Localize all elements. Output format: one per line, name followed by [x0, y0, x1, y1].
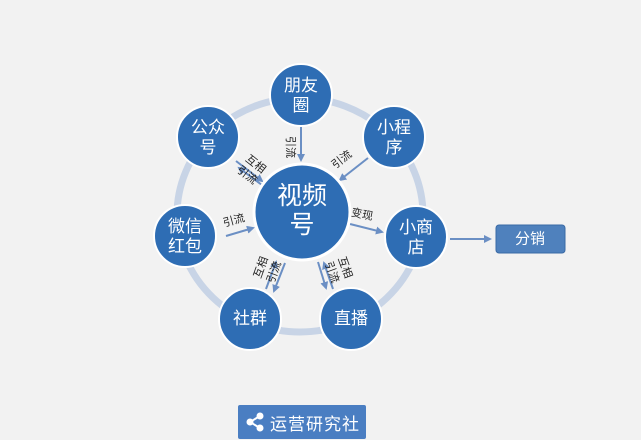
arrow-gongzhonghao-to-center: [235, 160, 264, 183]
node-weixinhongbao-line1: 微信: [168, 217, 202, 237]
edge-label-weixinhongbao: 引流: [221, 210, 246, 229]
node-xiaoshangdian[interactable]: 小商 店: [384, 205, 448, 269]
logo-badge: 运营研究社: [238, 405, 366, 439]
node-xiaochengxu[interactable]: 小程 序: [362, 105, 426, 169]
node-gongzhonghao-line1: 公众: [191, 118, 225, 138]
share-icon: [246, 412, 264, 432]
edge-label-xiaochengxu: 引流: [328, 147, 354, 172]
arrow-xiaochengxu-to-center: [338, 157, 369, 182]
arrow-center-to-xiaoshangdian: [349, 223, 384, 235]
edge-label-xiaoshangdian: 变现: [350, 205, 374, 223]
arrow-shequn-to-center: [265, 260, 278, 290]
arrows: [225, 126, 492, 293]
node-zhibo[interactable]: 直播: [319, 287, 383, 351]
node-pengyouquan-line1: 朋友: [284, 76, 318, 96]
node-pengyouquan-line2: 圈: [293, 96, 310, 116]
ecosystem-diagram: 引流 引流 引流 变现 互相 引流 互相 引流 互相 引流 朋友 圈: [153, 63, 566, 351]
node-shequn[interactable]: 社群: [218, 287, 282, 351]
node-gongzhonghao-line2: 号: [200, 138, 217, 158]
node-xiaochengxu-line1: 小程: [377, 118, 411, 138]
node-pengyouquan[interactable]: 朋友 圈: [269, 63, 333, 127]
fenxiao-label: 分销: [515, 230, 545, 248]
node-gongzhonghao[interactable]: 公众 号: [176, 105, 240, 169]
logo-text: 运营研究社: [270, 414, 360, 435]
node-weixinhongbao-line2: 红包: [168, 237, 202, 257]
arrow-center-to-zhibo: [317, 261, 329, 290]
arrow-weixinhongbao-to-center: [225, 225, 255, 237]
arrow-zhibo-to-center: [322, 261, 334, 290]
node-xiaoshangdian-line1: 小商: [399, 218, 433, 238]
arrow-center-to-shequn: [272, 262, 286, 293]
edge-label-pengyouquan: 引流: [284, 136, 298, 158]
node-zhibo-label: 直播: [334, 309, 368, 329]
fenxiao-box[interactable]: 分销: [495, 224, 566, 254]
node-xiaoshangdian-line2: 店: [408, 238, 425, 258]
node-xiaochengxu-line2: 序: [386, 138, 403, 158]
center-line2: 号: [289, 210, 314, 239]
node-shequn-label: 社群: [233, 309, 267, 329]
node-center-shipinhao[interactable]: 视频 号: [252, 162, 352, 262]
node-weixinhongbao[interactable]: 微信 红包: [153, 204, 217, 268]
center-line1: 视频: [277, 181, 327, 210]
